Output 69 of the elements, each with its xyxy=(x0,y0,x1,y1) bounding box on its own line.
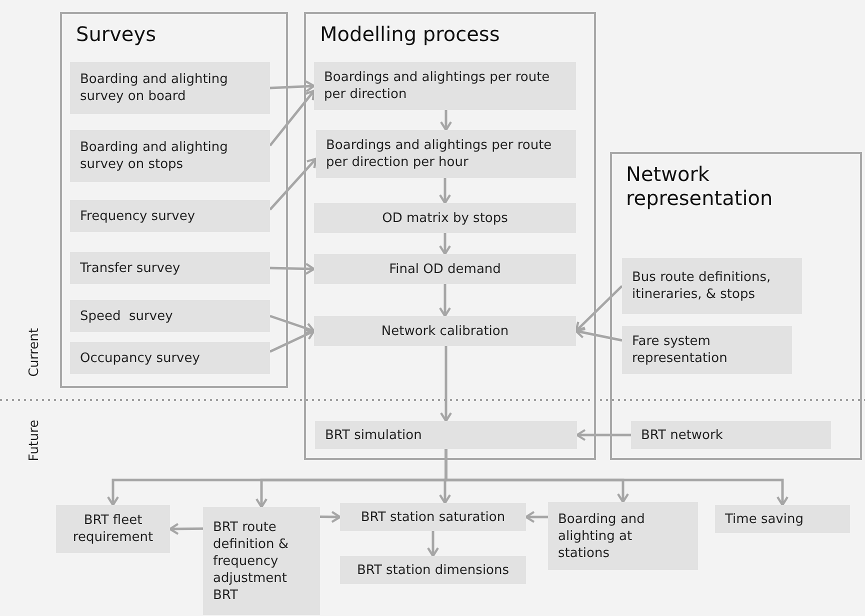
process-box xyxy=(314,316,576,346)
process-box xyxy=(715,505,850,533)
process-box xyxy=(314,254,576,284)
process-box xyxy=(622,258,802,314)
arrow xyxy=(168,522,204,535)
process-label: BRT station dimensions xyxy=(356,562,510,578)
arrow xyxy=(444,449,789,506)
process-box xyxy=(314,203,576,233)
process-box xyxy=(70,300,270,332)
group-panel xyxy=(610,152,862,460)
process-label: Bus route definitions, itineraries, & stops xyxy=(632,269,772,303)
process-label: Transfer survey xyxy=(80,260,182,276)
process-label: BRT simulation xyxy=(325,426,423,444)
process-box xyxy=(70,200,270,232)
process-label: Network calibration xyxy=(380,322,510,340)
process-label: BRT fleet requirement xyxy=(72,512,154,546)
phase-label: Current xyxy=(26,328,42,376)
process-box xyxy=(315,421,577,449)
arrow xyxy=(438,178,452,204)
process-box xyxy=(56,505,170,553)
process-box xyxy=(340,503,526,531)
group-panel xyxy=(304,12,596,460)
group-title: Network representation xyxy=(626,162,774,210)
process-label: Boarding and alighting survey on board xyxy=(80,71,229,105)
arrow xyxy=(426,531,440,558)
arrow xyxy=(270,314,316,334)
process-box xyxy=(70,130,270,182)
arrow xyxy=(270,80,316,92)
process-box xyxy=(622,326,792,374)
process-box xyxy=(203,507,320,615)
process-label: Final OD demand xyxy=(388,260,502,278)
arrow xyxy=(524,510,548,524)
process-label: BRT route definition & frequency adjustment BRT xyxy=(213,518,290,604)
process-box xyxy=(316,130,576,178)
phase-label: Future xyxy=(26,419,42,461)
process-label: Boarding and alighting survey on stops xyxy=(80,139,229,173)
arrow xyxy=(269,158,318,210)
process-label: Frequency survey xyxy=(80,208,196,224)
arrow xyxy=(438,233,452,256)
arrow xyxy=(269,90,316,146)
process-label: BRT network xyxy=(641,426,724,444)
arrow xyxy=(576,428,631,442)
group-title: Modelling process xyxy=(320,22,500,46)
process-label: Boarding and alighting at stations xyxy=(558,510,646,562)
arrow xyxy=(440,110,452,132)
process-label: Fare system representation xyxy=(632,333,728,367)
arrow xyxy=(574,326,622,342)
process-label: Boardings and alightings per route per direction per hour xyxy=(326,137,553,171)
arrow xyxy=(440,346,452,422)
process-label: Occupancy survey xyxy=(80,350,201,366)
arrow xyxy=(320,510,342,523)
process-box xyxy=(70,342,270,374)
process-box xyxy=(70,62,270,114)
process-label: BRT station saturation xyxy=(360,508,506,526)
process-label: OD matrix by stops xyxy=(381,210,509,226)
process-label: Time saving xyxy=(725,510,804,528)
arrow xyxy=(574,285,623,332)
process-label: Speed survey xyxy=(80,308,174,324)
group-title: Surveys xyxy=(76,22,156,46)
process-box xyxy=(548,502,698,570)
process-box xyxy=(70,252,270,284)
arrow xyxy=(270,262,316,275)
group-panel xyxy=(60,12,288,388)
process-box xyxy=(340,556,526,584)
process-label: Boardings and alightings per route per direction xyxy=(324,69,551,103)
process-box xyxy=(631,421,831,449)
process-box xyxy=(314,62,576,110)
arrow xyxy=(438,284,452,318)
arrow xyxy=(269,328,316,353)
